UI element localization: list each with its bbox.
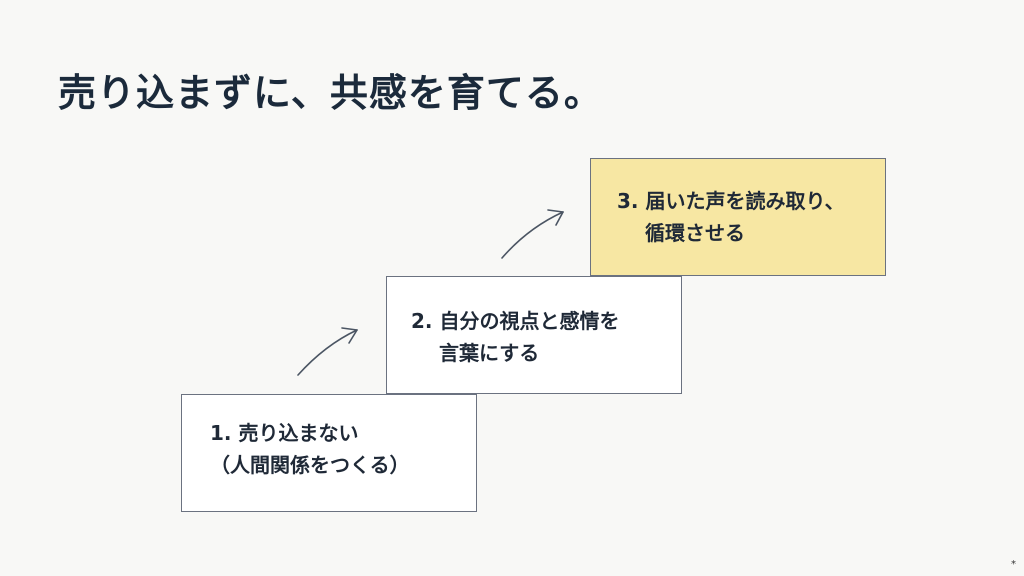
step-2-title: 2. 自分の視点と感情を [411,309,620,333]
step-3-title: 3. 届いた声を読み取り、 [617,189,845,213]
step-2-subtitle: 言葉にする [439,341,540,365]
step-1-subtitle: （人間関係をつくる） [210,453,410,477]
step-1-box: 1. 売り込まない （人間関係をつくる） [181,394,477,512]
arrow-step1-to-step2 [297,327,358,376]
step-1-title: 1. 売り込まない [210,421,359,445]
step-3-subtitle: 循環させる [645,221,745,245]
slide-title: 売り込まずに、共感を育てる。 [58,71,603,115]
corner-mark: * [1011,559,1016,570]
arrow-step2-to-step3 [501,209,564,259]
step-3-box-highlighted: 3. 届いた声を読み取り、 循環させる [590,158,886,276]
step-2-box: 2. 自分の視点と感情を 言葉にする [386,276,682,394]
